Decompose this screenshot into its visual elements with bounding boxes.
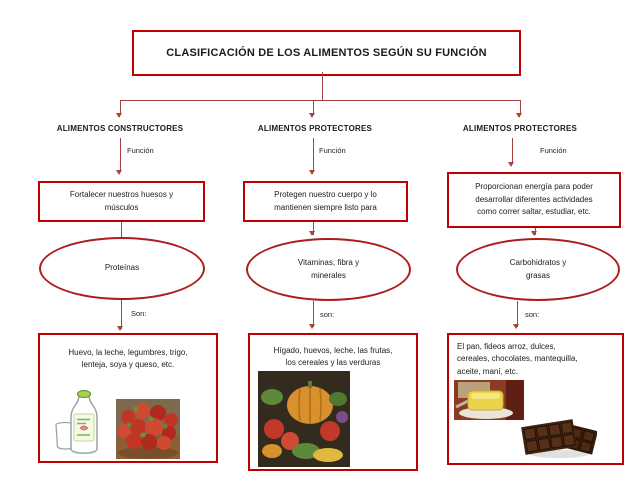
connector-branch-3 [520, 100, 522, 114]
son-label-2: son: [320, 310, 335, 319]
funcion-label-2: Función [319, 146, 346, 155]
examples-text: Huevo, la leche, legumbres, trigo, lente… [68, 348, 188, 370]
vegetables-image [258, 371, 350, 467]
column-header-protectores: ALIMENTOS PROTECTORES [257, 124, 373, 133]
examples-box-energeticos: El pan, fideos arroz, dulces, cereales, … [447, 333, 624, 465]
son-label-1: Son: [131, 309, 147, 318]
funcion-label-3: Función [540, 146, 567, 155]
connector-branch-2 [313, 100, 315, 114]
diagram-title: CLASIFICACIÓN DE LOS ALIMENTOS SEGÚN SU … [132, 30, 521, 76]
connector-branch-1 [120, 100, 122, 114]
connector-nutrient-1 [121, 222, 123, 237]
arrowhead-icon [117, 326, 123, 331]
arrowhead-icon [508, 162, 514, 167]
strawberries-image [116, 399, 180, 459]
function-box-energeticos: Proporcionan energía para poder desarrol… [447, 172, 621, 228]
nutrient-ellipse-carbohidratos: Carbohidratos y grasas [456, 238, 620, 301]
connector-son-1 [121, 300, 123, 329]
function-box-constructores: Fortalecer nuestros huesos y músculos [38, 181, 205, 222]
nutrient-ellipse-vitaminas: Vitaminas, fibra y minerales [246, 238, 411, 301]
nutrient-ellipse-proteinas: Proteínas [39, 237, 205, 300]
column-header-energeticos: ALIMENTOS PROTECTORES [462, 124, 578, 133]
examples-text: El pan, fideos arroz, dulces, cereales, … [457, 342, 578, 376]
connector-title-stem [322, 72, 324, 100]
arrowhead-icon [309, 170, 315, 175]
milk-bottle-image [52, 383, 112, 459]
column-header-constructores: ALIMENTOS CONSTRUCTORES [56, 124, 184, 133]
connector-son-3 [517, 301, 519, 327]
connector-funcion-2 [313, 138, 315, 172]
funcion-label-1: Función [127, 146, 154, 155]
function-box-protectores: Protegen nuestro cuerpo y lo mantienen s… [243, 181, 408, 222]
arrowhead-icon [531, 231, 537, 236]
arrowhead-icon [116, 113, 122, 118]
arrowhead-icon [309, 231, 315, 236]
examples-text: Hígado, huevos, leche, las frutas, los c… [273, 346, 393, 368]
arrowhead-icon [513, 324, 519, 329]
son-label-3: son: [525, 310, 540, 319]
connector-son-2 [313, 301, 315, 327]
examples-box-constructores: Huevo, la leche, legumbres, trigo, lente… [38, 333, 218, 463]
butter-image [454, 380, 524, 420]
arrowhead-icon [116, 170, 122, 175]
connector-crossbar [120, 100, 520, 102]
connector-funcion-3 [512, 138, 514, 164]
connector-funcion-1 [120, 138, 122, 172]
arrowhead-icon [309, 113, 315, 118]
examples-box-protectores: Hígado, huevos, leche, las frutas, los c… [248, 333, 418, 471]
chocolate-bars-image [521, 407, 597, 462]
arrowhead-icon [309, 324, 315, 329]
arrowhead-icon [516, 113, 522, 118]
connector-nutrient-2 [313, 222, 315, 235]
